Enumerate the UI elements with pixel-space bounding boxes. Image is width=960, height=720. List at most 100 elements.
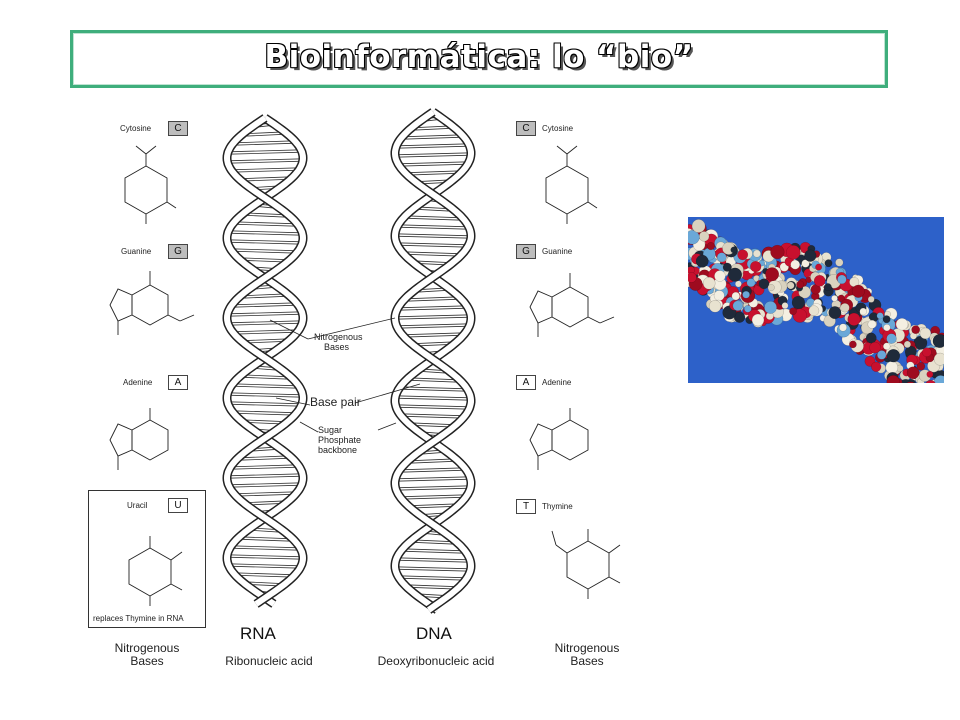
adenine-structure-left: [109, 408, 169, 470]
base-pair-rung-fill: [402, 252, 464, 256]
base-pair-rung-fill: [399, 414, 467, 418]
uracil-note: replaces Thymine in RNA: [93, 614, 184, 623]
cytosine-structure-left: [124, 145, 177, 224]
base-pair-rung-fill: [403, 171, 463, 175]
base-pair-rung-fill: [226, 240, 304, 244]
base-pair-rung-fill: [404, 297, 462, 301]
atom-sphere: [786, 281, 795, 290]
base-pair-rung-fill: [394, 153, 472, 157]
right-adenine-badge: A: [516, 375, 536, 390]
base-pair-rung-fill: [229, 168, 301, 172]
atom-sphere: [925, 379, 936, 383]
atom-sphere: [731, 291, 741, 301]
atom-sphere: [688, 230, 700, 245]
atom-sphere: [886, 333, 897, 344]
atom-sphere: [695, 254, 709, 268]
left-adenine-badge: A: [168, 375, 188, 390]
rna-double-helix: [222, 114, 308, 608]
base-pair-rung-fill: [396, 144, 470, 148]
base-pair-rung-fill: [398, 387, 468, 391]
right-thymine-label: Thymine: [542, 502, 573, 511]
atom-sphere: [767, 284, 775, 292]
atom-sphere: [804, 249, 817, 262]
atom-sphere: [732, 300, 744, 312]
guanine-structure-right: [529, 273, 615, 337]
base-pair-rung-fill: [237, 177, 293, 181]
annotation-lines: [269, 317, 421, 433]
atom-sphere: [746, 278, 756, 288]
atom-sphere: [786, 245, 801, 260]
atom-sphere: [883, 323, 891, 332]
atom-sphere: [828, 306, 842, 320]
dna-caption: Deoxyribonucleic acid: [377, 654, 495, 668]
base-pair-rung-fill: [396, 225, 470, 229]
dna-molecule-model: [688, 219, 944, 383]
left-cytosine-badge: C: [168, 121, 188, 136]
base-pair-rung-fill: [238, 456, 292, 460]
atom-sphere: [722, 262, 732, 272]
rna-label: RNA: [240, 624, 276, 643]
base-pair-rung-fill: [227, 150, 303, 154]
atom-sphere: [882, 315, 891, 324]
base-pair-rung-fill: [409, 540, 457, 544]
adenine-structure-right: [529, 408, 589, 470]
atom-sphere: [791, 295, 806, 310]
right-guanine-badge: G: [516, 244, 536, 259]
atom-sphere: [886, 375, 900, 383]
atom-sphere: [706, 242, 715, 251]
base-pair-rung-fill: [227, 231, 303, 235]
atom-sphere: [932, 333, 944, 349]
atom-sphere: [906, 366, 920, 380]
uracil-structure: [128, 536, 183, 606]
right-thymine-badge: T: [516, 499, 536, 514]
base-pair-rung-fill: [394, 486, 472, 490]
atom-sphere: [849, 340, 857, 349]
atom-sphere: [734, 280, 742, 288]
base-pair-rung-fill: [397, 306, 469, 310]
atom-sphere: [835, 258, 844, 267]
base-pair-rung-fill: [400, 333, 466, 337]
atom-sphere: [781, 302, 789, 310]
atom-sphere: [737, 249, 749, 261]
base-pair-rung-fill: [403, 216, 463, 220]
atom-sphere: [801, 259, 810, 268]
base-pair-rung-fill: [226, 402, 304, 406]
nitrogenous-bases-annotation: Nitrogenous Bases: [314, 332, 363, 352]
atom-sphere: [851, 284, 865, 298]
atom-sphere: [742, 290, 750, 299]
atom-sphere: [867, 295, 875, 303]
base-pair-rung-fill: [397, 576, 469, 580]
left-guanine-label: Guanine: [121, 247, 152, 256]
base-pair-rung-fill: [394, 477, 472, 481]
left-caption-line2: Bases: [130, 654, 164, 668]
atom-sphere: [750, 260, 762, 273]
dna-molecule-photo: [688, 217, 944, 383]
atom-sphere: [823, 283, 832, 292]
atom-sphere: [727, 267, 743, 282]
base-pair-rung-fill: [230, 465, 300, 469]
atom-sphere: [859, 307, 867, 316]
base-pair-rung-fill: [233, 141, 297, 145]
base-pair-rung-fill: [400, 549, 466, 553]
anno-bb-line2: Phosphate: [318, 435, 362, 445]
base-pair-rung-fill: [226, 312, 304, 316]
atom-sphere: [926, 370, 934, 378]
base-pair-rung-fill: [229, 546, 301, 550]
atom-sphere: [882, 342, 891, 351]
left-bases-caption: Nitrogenous Bases: [100, 642, 194, 668]
left-caption-line1: Nitrogenous: [114, 641, 180, 655]
base-pair-rung-fill: [232, 222, 298, 226]
atom-sphere: [813, 274, 826, 287]
base-pair-rung-fill: [404, 585, 462, 589]
atom-sphere: [911, 325, 921, 335]
dna-label: DNA: [416, 624, 452, 643]
atom-sphere: [765, 267, 780, 282]
atom-sphere: [716, 252, 727, 263]
base-pair-rung-fill: [231, 384, 299, 388]
atom-sphere: [824, 259, 833, 268]
atom-sphere: [808, 305, 820, 317]
right-guanine-label: Guanine: [542, 247, 573, 256]
right-adenine-label: Adenine: [542, 378, 572, 387]
base-pair-rung-fill: [232, 492, 298, 496]
atom-sphere: [886, 349, 901, 363]
